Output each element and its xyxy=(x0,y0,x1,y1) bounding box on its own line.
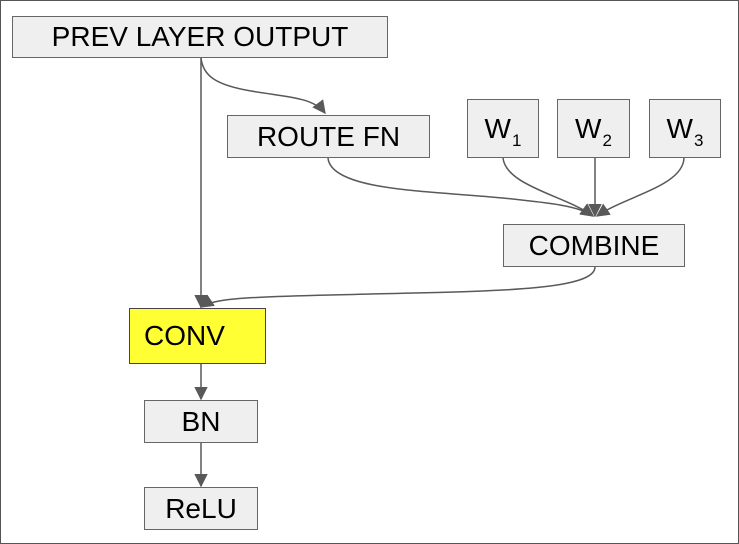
node-subscript: 3 xyxy=(693,130,704,150)
node-prev-layer-output: PREV LAYER OUTPUT xyxy=(12,16,388,58)
node-subscript: 2 xyxy=(602,130,612,150)
node-label: W xyxy=(575,112,602,144)
node-label: W xyxy=(666,112,693,144)
edge-combine-to-conv xyxy=(199,266,596,308)
node-bn: BN xyxy=(144,400,258,443)
edge-w3-to-combine xyxy=(595,157,685,217)
node-combine: COMBINE xyxy=(503,224,685,267)
node-label: ROUTE FN xyxy=(256,120,401,152)
node-relu: ReLU xyxy=(144,487,258,530)
node-label: ReLU xyxy=(165,492,237,524)
node-label: PREV LAYER OUTPUT xyxy=(51,21,349,52)
node-route-fn: ROUTE FN xyxy=(227,115,430,158)
node-label: BN xyxy=(181,405,221,437)
node-subscript: 1 xyxy=(511,130,522,150)
node-label: COMBINE xyxy=(528,229,660,261)
node-label: CONV xyxy=(144,320,225,351)
edge-route-to-combine xyxy=(327,157,595,217)
edge-prev-to-route xyxy=(200,57,326,115)
node-conv: CONV xyxy=(129,308,266,364)
node-label: W xyxy=(484,112,511,144)
edge-w1-to-combine xyxy=(502,157,595,217)
